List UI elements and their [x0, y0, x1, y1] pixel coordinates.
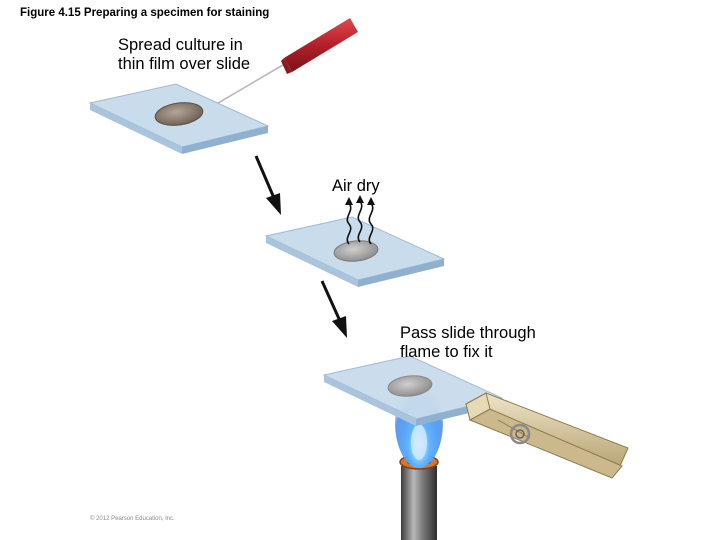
evaporation-arrows — [346, 200, 374, 245]
step1-label-line1: Spread culture in — [118, 36, 243, 54]
step2-label-line1: Air dry — [332, 177, 380, 195]
smear-wet — [154, 102, 204, 126]
clothespin — [464, 392, 629, 479]
evaporation-arrowhead — [345, 197, 353, 205]
smear-dried — [387, 375, 433, 397]
step3-label-line2: flame to fix it — [400, 343, 493, 361]
flame-core — [411, 424, 427, 460]
arrow-step2-to-step3 — [320, 280, 347, 338]
step2-label: Air dry — [332, 177, 380, 196]
copyright-notice: © 2012 Pearson Education, Inc. — [90, 516, 175, 522]
evaporation-arrowhead — [367, 197, 375, 205]
smear-drying — [333, 240, 379, 262]
arrow-step1-to-step2 — [254, 155, 281, 215]
step3-label-line1: Pass slide through — [400, 324, 536, 342]
figure-title: Figure 4.15 Preparing a specimen for sta… — [20, 7, 270, 19]
step1-label: Spread culture in thin film over slide — [118, 36, 298, 74]
evaporation-arrowhead — [356, 195, 364, 203]
step1-label-line2: thin film over slide — [118, 55, 251, 73]
step3-label: Pass slide through flame to fix it — [400, 324, 600, 362]
